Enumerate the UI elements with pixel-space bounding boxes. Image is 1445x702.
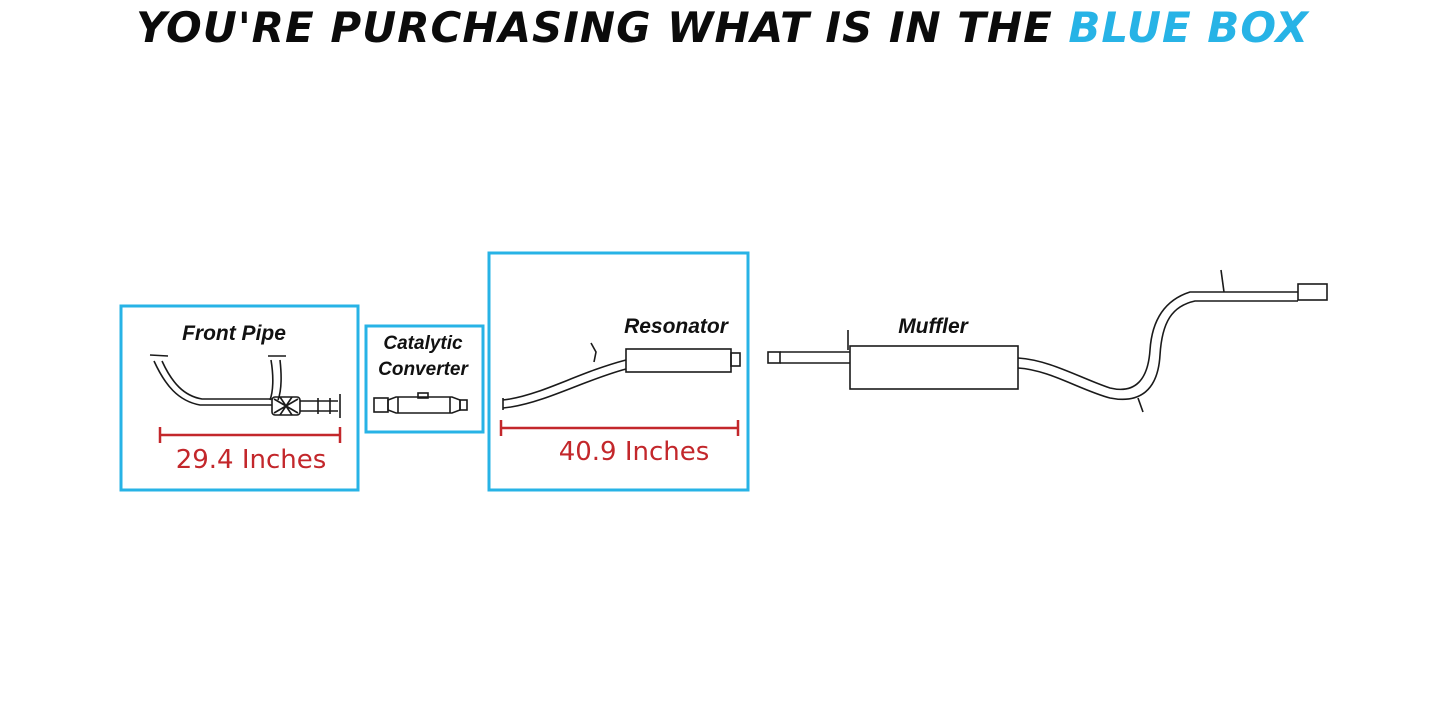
resonator-dimension-line xyxy=(499,420,740,436)
front-pipe-dimension-line xyxy=(158,427,342,443)
catalytic-converter-box xyxy=(364,324,485,434)
catalytic-converter-label-line1: Catalytic xyxy=(383,333,463,354)
catalytic-converter-drawing xyxy=(373,392,468,414)
resonator-box xyxy=(487,251,750,492)
front-pipe-box xyxy=(119,304,360,492)
resonator-measurement: 40.9 Inches xyxy=(559,437,710,467)
front-pipe-drawing xyxy=(149,354,341,418)
resonator-label: Resonator xyxy=(624,315,730,338)
muffler-drawing xyxy=(767,269,1328,413)
headline-highlight: BLUE BOX xyxy=(1068,3,1309,52)
muffler-label: Muffler xyxy=(898,315,969,338)
muffler-canister xyxy=(849,345,1019,390)
front-pipe-measurement: 29.4 Inches xyxy=(176,445,327,475)
front-pipe-label: Front Pipe xyxy=(182,322,286,345)
headline-prefix: YOU'RE PURCHASING WHAT IS IN THE xyxy=(136,3,1053,52)
resonator-drawing xyxy=(502,342,741,410)
resonator-canister xyxy=(625,348,732,373)
catalytic-converter-label-line2: Converter xyxy=(378,359,469,380)
headline: YOU'RE PURCHASING WHAT IS IN THE BLUE BO… xyxy=(0,0,1445,56)
